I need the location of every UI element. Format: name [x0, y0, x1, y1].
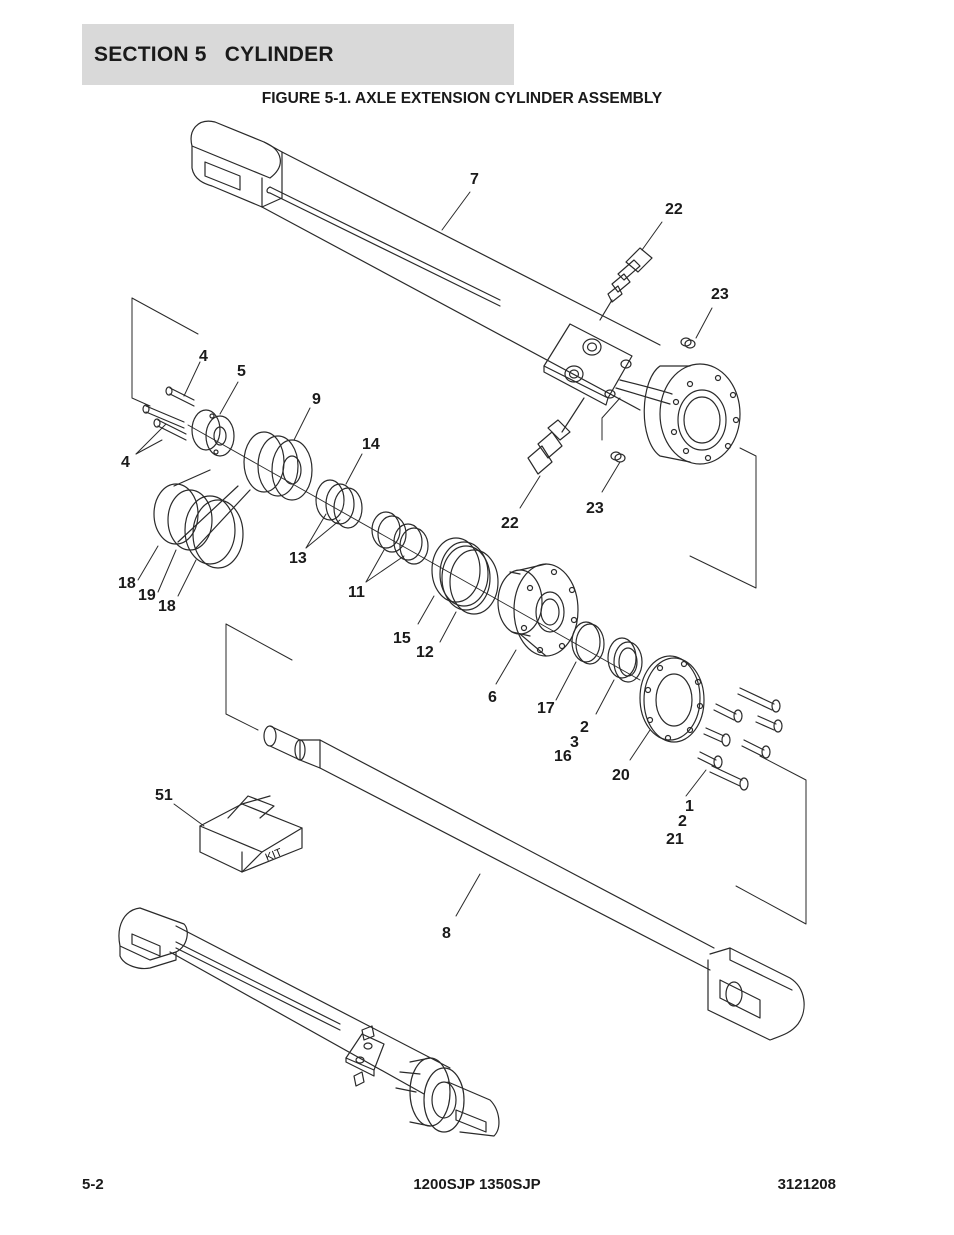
flange-5: [191, 409, 235, 457]
callout-5: 5: [237, 363, 246, 380]
callout-2-upper: 2: [580, 719, 589, 736]
bolts-4: [142, 386, 195, 441]
section-header: SECTION 5 CYLINDER: [82, 24, 514, 85]
callout-20: 20: [612, 767, 630, 784]
callout-23-lower: 23: [586, 500, 604, 517]
cap-screws: [697, 687, 783, 791]
callout-11: 11: [348, 584, 365, 601]
callout-19: 19: [138, 587, 156, 604]
callout-9: 9: [312, 391, 321, 408]
footer-doc-number: 3121208: [777, 1176, 836, 1193]
callout-4-upper: 4: [199, 348, 208, 365]
rod-8: [263, 725, 805, 1041]
callout-23-upper: 23: [711, 286, 729, 303]
callouts: 7 22 23 4 5 9 14 4 22 23 13 18 19 18 11 …: [118, 171, 729, 942]
assembly-bracket-lines: [131, 297, 807, 925]
callout-18-right: 18: [158, 598, 176, 615]
head-6: [497, 563, 579, 657]
rings-14-13: [315, 479, 363, 529]
callout-3: 3: [570, 734, 579, 751]
section-title: SECTION 5 CYLINDER: [94, 42, 334, 66]
leader-lines: [135, 191, 713, 917]
figure-title: FIGURE 5-1. AXLE EXTENSION CYLINDER ASSE…: [261, 90, 663, 107]
callout-6: 6: [488, 689, 497, 706]
callout-22-upper: 22: [665, 201, 683, 218]
callout-21: 21: [666, 831, 684, 848]
plug-lower: [610, 451, 626, 463]
plug-upper: [680, 337, 696, 349]
callout-13: 13: [289, 550, 307, 567]
barrel-part: [190, 120, 741, 465]
callout-1: 1: [685, 798, 694, 815]
callout-4-lower: 4: [121, 454, 130, 471]
o-rings-15-12: [431, 537, 499, 615]
callout-17: 17: [537, 700, 555, 717]
callout-16: 16: [554, 748, 572, 765]
rings-11: [371, 511, 429, 565]
fitting-upper: [599, 247, 653, 321]
callout-8: 8: [442, 925, 451, 942]
rings-17: [571, 621, 605, 665]
callout-14: 14: [362, 436, 380, 453]
gasket-20: [639, 655, 705, 743]
callout-51: 51: [155, 787, 173, 804]
callout-15: 15: [393, 630, 411, 647]
kit-box: [199, 795, 303, 873]
footer-model: 1200SJP 1350SJP: [413, 1176, 541, 1193]
callout-7: 7: [470, 171, 479, 188]
callout-18-left: 18: [118, 575, 136, 592]
callout-22-lower: 22: [501, 515, 519, 532]
fitting-lower: [527, 397, 585, 475]
piston-9: [243, 431, 313, 501]
rings-2-3-16: [607, 637, 643, 683]
footer-page-number: 5-2: [82, 1176, 104, 1193]
callout-2-lower: 2: [678, 813, 687, 830]
callout-12: 12: [416, 644, 434, 661]
assembled-cylinder: [118, 907, 500, 1137]
seals-18-19: [153, 469, 251, 569]
